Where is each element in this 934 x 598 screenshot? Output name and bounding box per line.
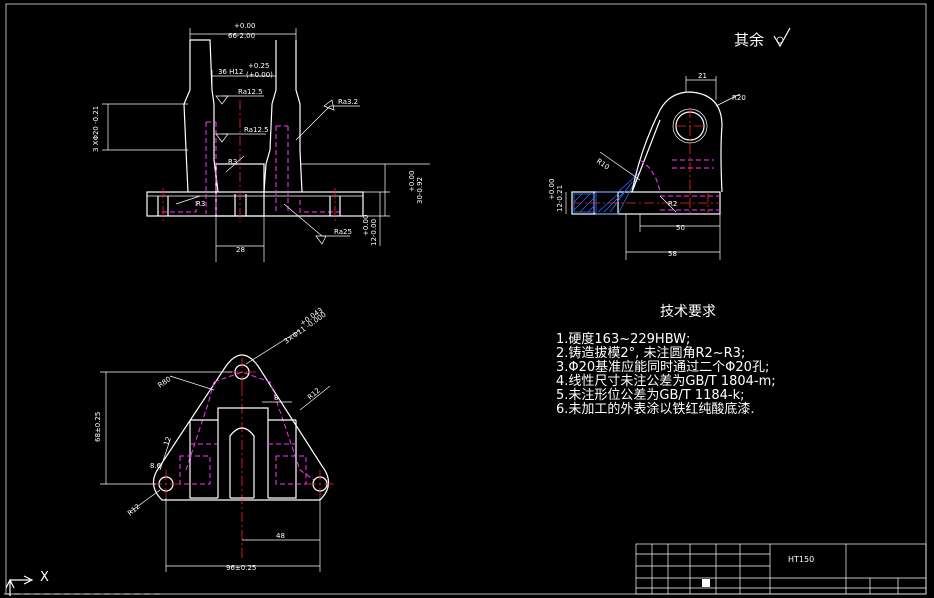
front-roughness-3: Ra3.2 [338,98,358,106]
front-dim-overall: 66-2.00 [228,32,255,40]
side-upright [631,91,723,193]
front-dim-left-vertical: 3 XΦ20 -0.21 [92,106,100,152]
side-dim-r20: R20 [732,94,746,102]
top-dim-96: 96±0.25 [226,564,256,572]
front-dim-base-tol: +0.00 [362,215,370,236]
front-roughness-1: Ra12.5 [238,88,263,96]
front-dim-28: 28 [236,246,245,254]
top-dim-r80: R80 [157,375,173,389]
tech-title: 技术要求 [660,304,716,320]
title-material: HT150 [788,555,814,564]
front-left-upright [183,39,219,193]
top-dim-12: 12 [162,436,173,447]
tech-item: 5.未注形位公差为GB/T 1184-k; [556,388,745,403]
tech-item: 1.硬度163~229HBW; [556,331,690,347]
side-dim-r2: R2 [668,200,677,208]
tech-item: 6.未加工的外表涂以铁红纯酸底漆. [556,401,755,417]
front-roughness-4: Ra25 [334,228,352,236]
front-view [102,28,430,262]
top-u-slot [229,427,255,498]
top-dim-86: 8.6 [150,462,162,470]
tech-item: 3.Φ20基准应能同时通过二个Φ20孔; [556,359,769,375]
front-radius-2: R3 [196,200,205,208]
top-dim-8: 8 [274,394,278,402]
surface-note: 其余 [734,31,764,49]
tech-item: 2.铸造拔模2°, 未注圆角R2~R3; [556,345,745,361]
front-dim-overall-tol: +0.00 [234,22,255,30]
side-dim-vertical-tol: +0.00 [548,179,556,200]
side-dim-vertical: 12-0.21 [556,185,564,212]
top-dim-68: 68±0.25 [94,412,102,442]
front-radius-1: R3 [228,158,237,166]
top-dim-r12: R12 [306,387,322,402]
front-dim-height-tol: +0.00 [408,171,416,192]
top-view [100,329,334,572]
roughness-check-icon [773,27,791,48]
side-dim-50: 50 [676,224,685,232]
front-dim-slot-tol-lower: (+0.00) [246,71,273,79]
front-roughness-2: Ra12.5 [244,126,269,134]
top-dim-48: 48 [276,532,285,540]
front-right-upright [295,40,303,193]
top-inner-block [217,407,269,498]
ucs-icon [4,575,160,596]
drawing-frame [5,3,927,595]
side-view [565,76,741,260]
front-dim-slot-tol-upper: +0.25 [248,62,269,70]
front-dim-base: 12-0.00 [370,219,378,246]
front-dim-height: 30-0.92 [416,177,424,204]
side-dim-r10: R10 [595,157,611,171]
front-dim-slot: 36 H12 [218,68,243,76]
top-outline [152,354,330,501]
tech-list: 1.硬度163~229HBW; 2.铸造拔模2°, 未注圆角R2~R3; 3.Φ… [556,331,776,417]
side-dim-58: 58 [668,250,677,258]
side-dim-21: 21 [698,72,707,80]
ucs-x-label: X [40,570,49,585]
title-block [635,543,927,595]
tech-item: 4.线性尺寸未注公差为GB/T 1804-m; [556,374,776,389]
